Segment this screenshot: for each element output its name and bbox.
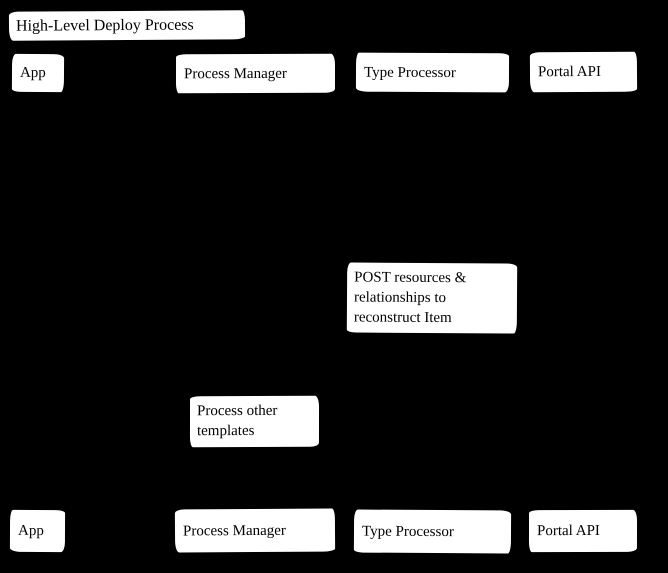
actor-bottom-app: App <box>9 509 66 553</box>
note-post-resources: POST resources & relationships to recons… <box>346 262 518 334</box>
actor-bottom-portal-api: Portal API <box>528 509 638 553</box>
actor-top-type-processor: Type Processor <box>355 52 510 93</box>
actor-bottom-process-manager: Process Manager <box>174 508 336 553</box>
actor-bottom-type-processor: Type Processor <box>353 509 512 554</box>
actor-top-portal-api: Portal API <box>529 51 638 93</box>
diagram-title: High-Level Deploy Process <box>8 10 246 41</box>
note-process-other-templates: Process other templates <box>189 395 320 448</box>
actor-top-process-manager: Process Manager <box>175 53 336 94</box>
actor-top-app: App <box>11 53 65 93</box>
